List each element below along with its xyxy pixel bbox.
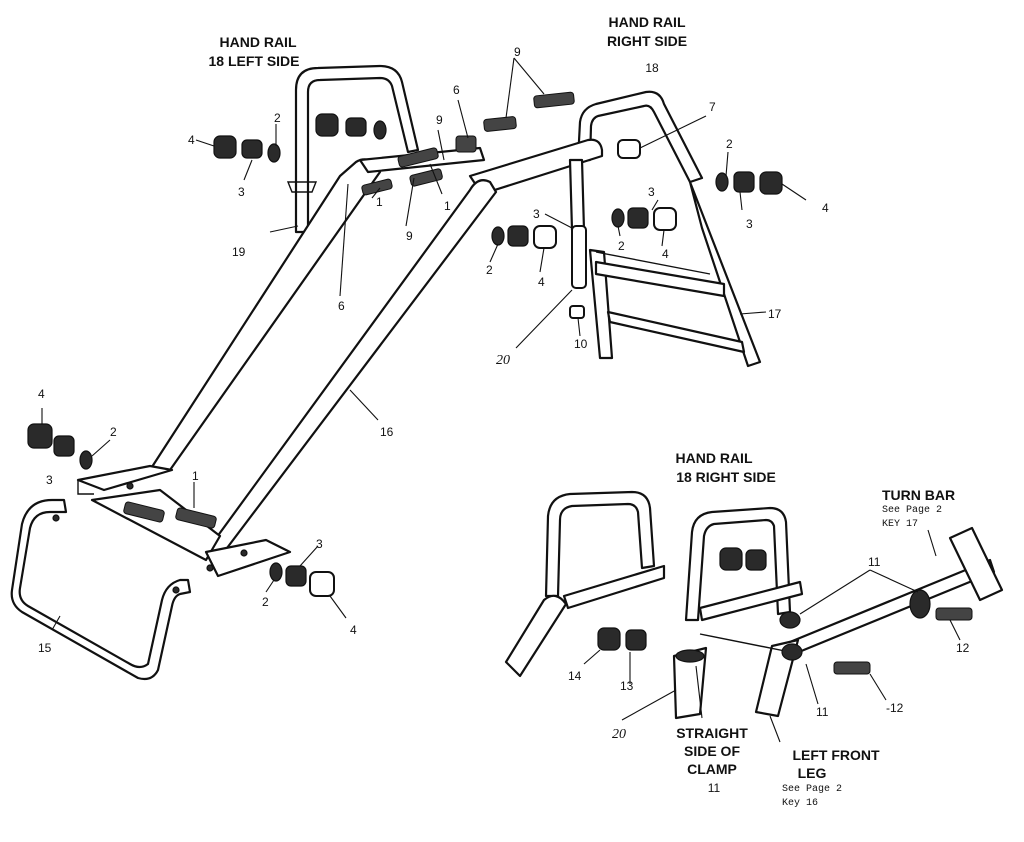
svg-text:1: 1 (444, 199, 451, 213)
rear-upright (568, 158, 586, 232)
hardware-stack-left-top (213, 135, 281, 163)
caption-left-front-leg: LEFT FRONT LEG See Page 2 Key 16 (782, 747, 880, 809)
svg-text:Key 16: Key 16 (782, 798, 818, 809)
svg-text:20: 20 (496, 353, 510, 368)
svg-text:3: 3 (238, 185, 245, 199)
hand-rail-left (286, 64, 420, 234)
svg-text:2: 2 (618, 239, 625, 253)
handle-loop-15 (10, 498, 192, 681)
svg-text:9: 9 (406, 229, 413, 243)
svg-text:6: 6 (453, 83, 460, 97)
svg-text:3: 3 (746, 217, 753, 231)
svg-text:2: 2 (726, 137, 733, 151)
svg-text:11: 11 (708, 781, 721, 795)
callout-numbers: 4 3 2 1 9 1 9 6 9 7 2 3 4 3 2 4 3 2 4 17… (38, 45, 970, 742)
caption-hand-rail-left: HAND RAIL 18 LEFT SIDE (208, 34, 299, 69)
svg-text:18 LEFT SIDE: 18 LEFT SIDE (208, 53, 299, 69)
svg-text:HAND RAIL: HAND RAIL (609, 14, 686, 30)
svg-text:9: 9 (436, 113, 443, 127)
svg-text:4: 4 (822, 201, 829, 215)
hardware-stack-right-top (617, 139, 783, 195)
svg-text:4: 4 (350, 623, 357, 637)
svg-text:-12: -12 (886, 701, 904, 715)
bolts-bottom (123, 501, 217, 529)
hardware-stack-rail-left (315, 113, 387, 140)
svg-text:3: 3 (46, 473, 53, 487)
inset-hand-rail-front (684, 506, 792, 622)
svg-text:HAND RAIL: HAND RAIL (676, 450, 753, 466)
svg-text:LEG: LEG (798, 765, 827, 781)
svg-text:7: 7 (709, 100, 716, 114)
svg-text:6: 6 (338, 299, 345, 313)
leader-lines (41, 57, 807, 631)
svg-text:11: 11 (816, 705, 829, 719)
step-platform (588, 248, 746, 360)
svg-text:12: 12 (956, 641, 970, 655)
svg-text:18 RIGHT SIDE: 18 RIGHT SIDE (676, 469, 776, 485)
svg-text:STRAIGHT: STRAIGHT (676, 725, 748, 741)
svg-text:4: 4 (662, 247, 669, 261)
svg-text:LEFT FRONT: LEFT FRONT (792, 747, 880, 763)
svg-text:17: 17 (768, 307, 782, 321)
hand-rail-right-top (576, 90, 762, 368)
svg-text:TURN BAR: TURN BAR (882, 487, 955, 503)
bolts-center (361, 91, 575, 196)
svg-text:KEY 17: KEY 17 (882, 519, 918, 530)
svg-text:HAND RAIL: HAND RAIL (220, 34, 297, 50)
inset-side-tube-left (504, 594, 568, 678)
svg-text:13: 13 (620, 679, 634, 693)
inset-assembly (504, 490, 1004, 743)
svg-text:9: 9 (514, 45, 521, 59)
hardware-stack-center-low (491, 225, 557, 249)
caption-turn-bar: TURN BAR See Page 2 KEY 17 (882, 487, 955, 530)
svg-text:2: 2 (486, 263, 493, 277)
svg-text:4: 4 (38, 387, 45, 401)
inset-crossboard (698, 580, 804, 622)
svg-text:16: 16 (380, 425, 394, 439)
caption-hand-rail-right-top: HAND RAIL RIGHT SIDE 18 (607, 14, 687, 75)
hardware-stack-bottom-right (269, 562, 335, 597)
svg-text:2: 2 (110, 425, 117, 439)
svg-text:2: 2 (262, 595, 269, 609)
inset-turn-bar (788, 558, 996, 656)
svg-text:19: 19 (232, 245, 246, 259)
svg-text:20: 20 (612, 727, 626, 742)
svg-text:4: 4 (538, 275, 545, 289)
svg-text:3: 3 (648, 185, 655, 199)
inset-hand-rail-back (544, 490, 656, 598)
caption-straight-side-of-clamp: STRAIGHT SIDE OF CLAMP 11 (676, 725, 748, 795)
svg-text:15: 15 (38, 641, 52, 655)
svg-text:SIDE OF: SIDE OF (684, 743, 740, 759)
inset-turn-bar-end (948, 526, 1004, 602)
svg-text:10: 10 (574, 337, 588, 351)
svg-text:1: 1 (192, 469, 199, 483)
hardware-stack-right-mid (611, 207, 677, 231)
svg-text:1: 1 (376, 195, 383, 209)
leg-post-20 (569, 225, 587, 319)
top-crossbar (468, 138, 604, 196)
svg-text:4: 4 (188, 133, 195, 147)
svg-text:14: 14 (568, 669, 582, 683)
svg-text:RIGHT SIDE: RIGHT SIDE (607, 33, 687, 49)
svg-text:2: 2 (274, 111, 281, 125)
caption-hand-rail-right-inset: HAND RAIL 18 RIGHT SIDE (676, 450, 776, 485)
svg-text:See Page 2: See Page 2 (782, 784, 842, 795)
hardware-stack-left-low (27, 423, 93, 470)
inset-step-board (562, 564, 666, 610)
svg-text:3: 3 (316, 537, 323, 551)
svg-text:3: 3 (533, 207, 540, 221)
svg-text:18: 18 (645, 61, 659, 75)
svg-text:11: 11 (868, 555, 881, 569)
main-assembly (10, 57, 807, 681)
side-tube-16 (148, 146, 498, 554)
svg-text:See Page 2: See Page 2 (882, 505, 942, 516)
svg-text:CLAMP: CLAMP (687, 761, 737, 777)
